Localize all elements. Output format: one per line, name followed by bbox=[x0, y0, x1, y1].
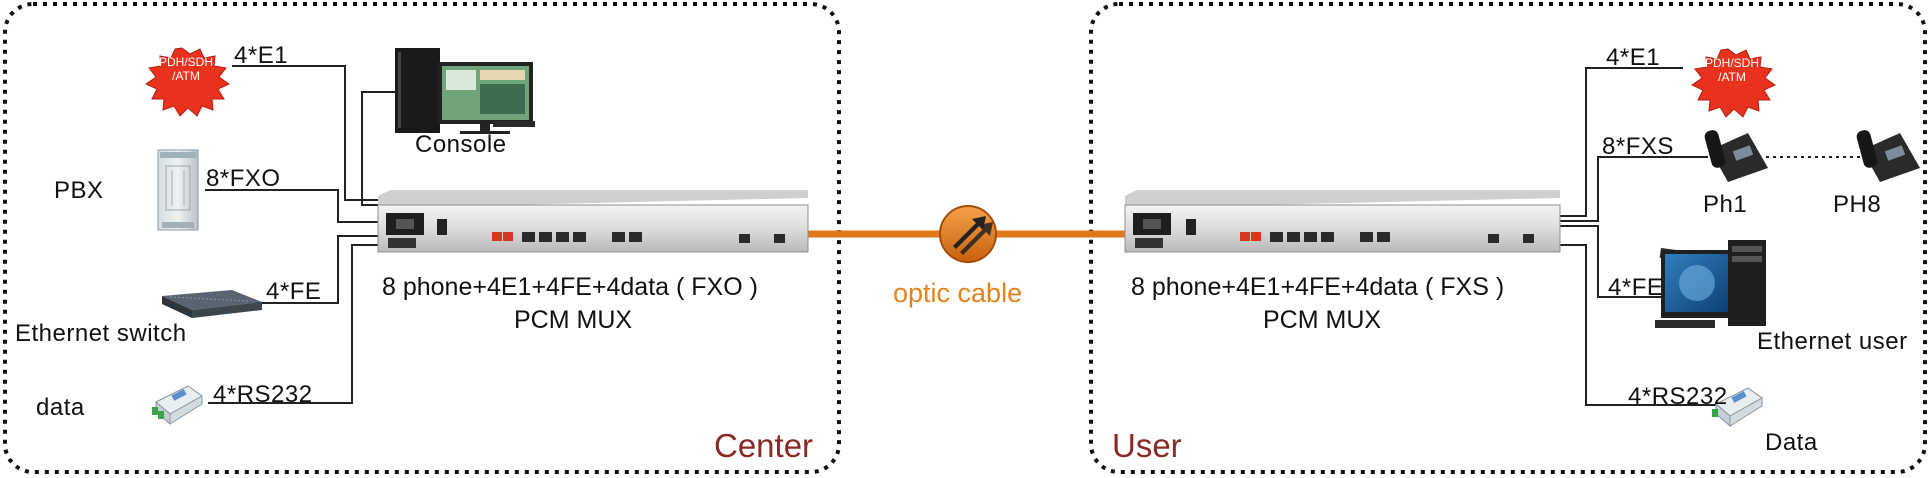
ph8-label: PH8 bbox=[1833, 191, 1882, 218]
pcm-mux-device-icon bbox=[1124, 190, 1561, 253]
left-connection-lines bbox=[205, 65, 395, 404]
pdh-sdh-burst-icon bbox=[144, 47, 231, 117]
computer-icon bbox=[1655, 240, 1766, 328]
rs232-converter-icon bbox=[1712, 387, 1763, 428]
left-rs232-label: 4*RS232 bbox=[213, 381, 313, 408]
right-rs232-label: 4*RS232 bbox=[1628, 383, 1728, 410]
right-data-label: Data bbox=[1765, 429, 1818, 456]
ip-phone-icon bbox=[1704, 130, 1768, 182]
right-fxs-label: 8*FXS bbox=[1602, 133, 1674, 160]
ip-phone-icon bbox=[1856, 130, 1920, 182]
burst-label-right: PDH/SDH /ATM bbox=[1704, 56, 1759, 84]
console-label: Console bbox=[415, 131, 507, 158]
ph1-label: Ph1 bbox=[1703, 191, 1748, 218]
computer-icon bbox=[395, 48, 535, 134]
right-e1-label: 4*E1 bbox=[1606, 44, 1661, 71]
rs232-converter-icon bbox=[152, 385, 203, 426]
right-fe-label: 4*FE bbox=[1608, 274, 1664, 301]
ethernet-user-label: Ethernet user bbox=[1757, 328, 1908, 355]
right-device-title: 8 phone+4E1+4FE+4data ( FXS ) bbox=[1131, 273, 1505, 301]
pcm-mux-device-icon bbox=[377, 190, 809, 253]
right-connection-lines bbox=[1560, 67, 1866, 406]
left-e1-label: 4*E1 bbox=[234, 42, 289, 69]
optic-cable-label: optic cable bbox=[893, 278, 1023, 308]
user-region-label: User bbox=[1112, 427, 1182, 464]
center-region-label: Center bbox=[714, 427, 814, 464]
ethernet-switch-icon bbox=[162, 290, 262, 318]
left-device-subtitle: PCM MUX bbox=[514, 306, 633, 334]
left-fxo-label: 8*FXO bbox=[206, 165, 281, 192]
pbx-label: PBX bbox=[54, 177, 104, 204]
pbx-cabinet-icon bbox=[157, 149, 199, 231]
left-data-label: data bbox=[36, 394, 85, 421]
left-device-title: 8 phone+4E1+4FE+4data ( FXO ) bbox=[382, 273, 758, 301]
ethernet-switch-label: Ethernet switch bbox=[15, 320, 187, 347]
pdh-sdh-burst-icon bbox=[1690, 48, 1777, 118]
right-device-subtitle: PCM MUX bbox=[1263, 306, 1382, 334]
burst-label-left: PDH/SDH /ATM bbox=[158, 55, 213, 83]
optic-connector-icon bbox=[939, 205, 997, 263]
left-fe-label: 4*FE bbox=[266, 278, 322, 305]
